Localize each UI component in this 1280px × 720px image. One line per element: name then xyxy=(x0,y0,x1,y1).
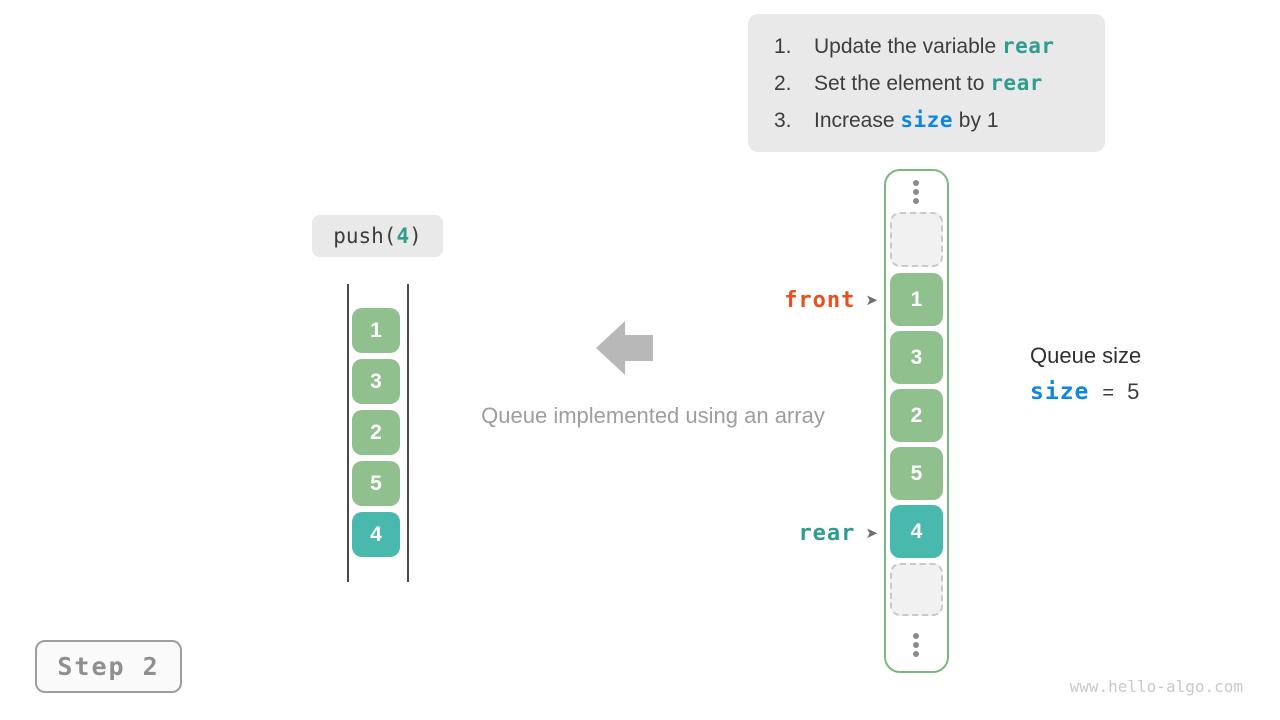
front-pointer-label: front xyxy=(784,287,856,313)
dot xyxy=(913,633,919,639)
queue-size-block: Queue size size = 5 xyxy=(1030,343,1141,405)
dot xyxy=(913,651,919,657)
array-cell: 2 xyxy=(890,389,943,442)
rear-pointer-label: rear xyxy=(798,520,856,546)
instruction-item: 1. Update the variable rear xyxy=(774,28,1105,65)
left-arrow-icon xyxy=(596,321,653,375)
code-token-size: size xyxy=(900,107,953,132)
array-cell-rear: 4 xyxy=(890,505,943,558)
size-value: 5 xyxy=(1127,379,1140,404)
instruction-text: Set the element to xyxy=(814,71,991,95)
instruction-panel: 1. Update the variable rear 2. Set the ele… xyxy=(748,14,1105,152)
stack-cell: 3 xyxy=(352,359,400,404)
operation-label: push(4) xyxy=(312,215,443,257)
ellipsis-icon xyxy=(913,633,919,657)
instruction-number: 2. xyxy=(774,71,792,95)
array-cell: 1 xyxy=(890,273,943,326)
step-badge: Step 2 xyxy=(35,640,182,693)
dot xyxy=(913,198,919,204)
diagram-caption: Queue implemented using an array xyxy=(481,403,825,428)
queue-size-value-line: size = 5 xyxy=(1030,379,1141,405)
pointer-arrow-icon: ➤ xyxy=(865,524,878,542)
watermark: www.hello-algo.com xyxy=(1069,677,1243,696)
array-cell-empty xyxy=(890,563,943,616)
dot xyxy=(913,180,919,186)
dot xyxy=(913,189,919,195)
instruction-number: 1. xyxy=(774,34,792,58)
operation-argument: 4 xyxy=(396,224,410,248)
array-cell-empty xyxy=(890,212,943,267)
code-token-rear: rear xyxy=(990,70,1043,95)
stack-cell: 2 xyxy=(352,410,400,455)
instruction-text: Increase xyxy=(814,108,901,132)
instruction-text: by 1 xyxy=(952,108,999,132)
instruction-text: Update the variable xyxy=(814,34,1002,58)
front-pointer: front ➤ xyxy=(660,286,878,314)
instruction-item: 3. Increase size by 1 xyxy=(774,102,1105,139)
rear-pointer: rear ➤ xyxy=(660,519,878,547)
stack-cell-newest: 4 xyxy=(352,512,400,557)
dot xyxy=(913,642,919,648)
equals-sign: = xyxy=(1102,382,1115,404)
stack-cell: 1 xyxy=(352,308,400,353)
operation-suffix: ) xyxy=(409,224,422,248)
array-cell: 3 xyxy=(890,331,943,384)
size-variable: size xyxy=(1030,379,1090,405)
instruction-item: 2. Set the element to rear xyxy=(774,65,1105,102)
code-token-rear: rear xyxy=(1001,33,1055,58)
queue-size-title: Queue size xyxy=(1030,343,1142,368)
stack-rail-left xyxy=(347,284,349,582)
instruction-number: 3. xyxy=(774,108,792,132)
stack-rail-right xyxy=(407,284,409,582)
array-cell: 5 xyxy=(890,447,943,500)
operation-prefix: push( xyxy=(333,224,397,248)
stack-cell: 5 xyxy=(352,461,400,506)
ellipsis-icon xyxy=(913,180,919,204)
pointer-arrow-icon: ➤ xyxy=(865,291,878,309)
